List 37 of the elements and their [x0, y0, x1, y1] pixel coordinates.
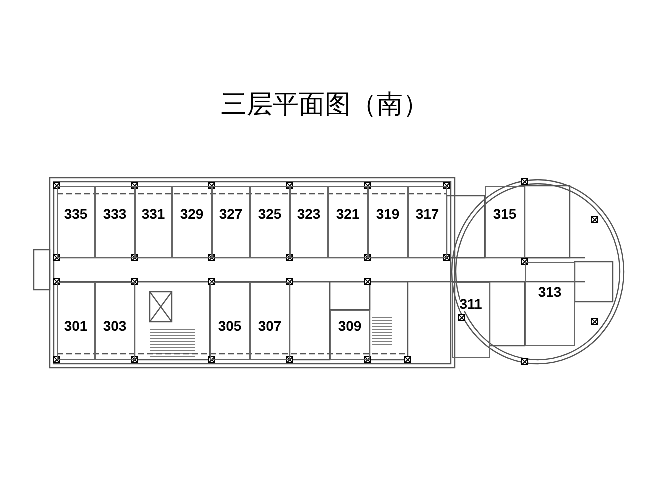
room	[290, 186, 328, 258]
room-number: 317	[416, 207, 440, 221]
room	[250, 282, 290, 360]
room-number: 323	[297, 207, 321, 221]
room	[330, 310, 370, 360]
room-number: 331	[142, 207, 166, 221]
title: 三层平面图（南）	[220, 92, 430, 118]
room-number: 325	[258, 207, 282, 221]
room	[95, 282, 135, 360]
room	[212, 186, 250, 258]
room-number: 327	[219, 207, 243, 221]
room	[368, 186, 408, 258]
room-number: 301	[64, 319, 88, 333]
room	[452, 282, 490, 358]
room	[408, 186, 447, 258]
room	[172, 186, 212, 258]
room-number: 335	[64, 207, 88, 221]
room	[135, 186, 172, 258]
room	[95, 186, 135, 258]
room	[525, 262, 575, 346]
room-number: 307	[258, 319, 282, 333]
room-number: 333	[103, 207, 127, 221]
room-number: 311	[460, 297, 482, 311]
room	[210, 282, 250, 360]
room-number: 321	[336, 207, 360, 221]
room	[57, 186, 95, 258]
room-number: 315	[493, 207, 517, 221]
room-number: 309	[338, 319, 362, 333]
room-number: 319	[376, 207, 400, 221]
room-number: 305	[218, 319, 242, 333]
room-number: 303	[103, 319, 127, 333]
room	[250, 186, 290, 258]
room	[485, 186, 525, 258]
room	[328, 186, 368, 258]
room-number: 329	[180, 207, 204, 221]
room	[57, 282, 95, 360]
room-number: 313	[538, 285, 562, 299]
